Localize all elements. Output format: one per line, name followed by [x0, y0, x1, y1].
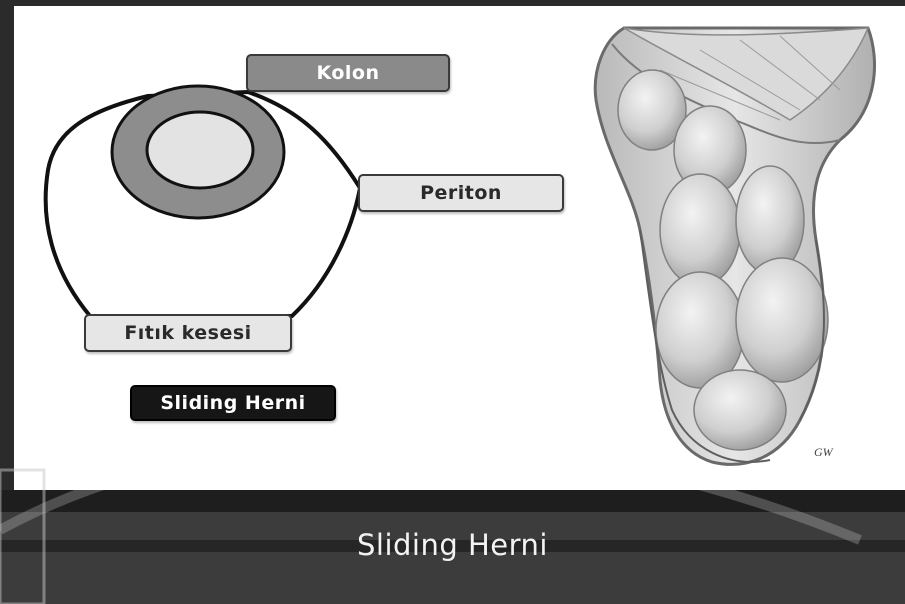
label-periton: Periton [358, 174, 564, 212]
label-kolon: Kolon [246, 54, 450, 92]
footer-title: Sliding Herni [0, 528, 905, 562]
label-sliding-herni: Sliding Herni [130, 385, 336, 421]
anatomical-illustration: GW [595, 28, 874, 464]
colon-lumen [147, 112, 253, 188]
decorative-arc [0, 420, 905, 604]
label-fitik-kesesi: Fıtık kesesi [84, 314, 292, 352]
